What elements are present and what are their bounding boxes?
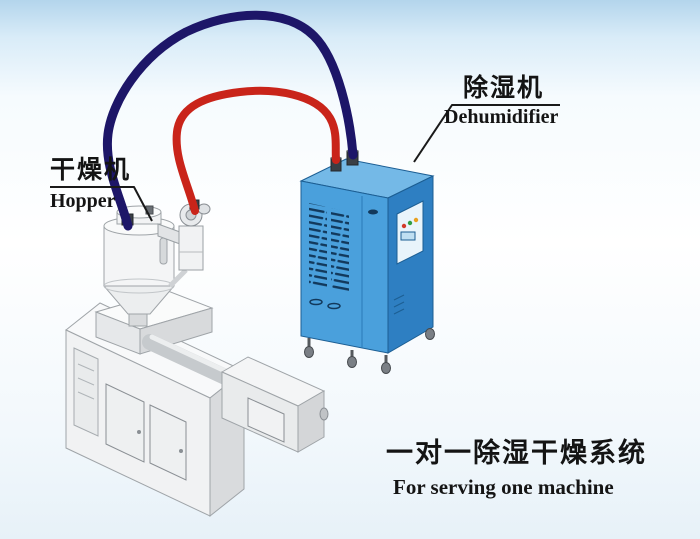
casters: [304, 328, 435, 374]
machine-door: [105, 383, 145, 463]
dehumidifier-label-zh: 除湿机: [463, 75, 545, 102]
indicator-green: [407, 220, 413, 226]
machine-vent-panel: [73, 347, 99, 437]
vent-louvers: [309, 203, 327, 288]
vent-louvers: [331, 208, 349, 292]
extruder-machine: [65, 290, 329, 518]
indicator-amber: [413, 217, 419, 223]
dehumidifier-cabinet: [299, 148, 435, 374]
cabinet-side: [387, 175, 434, 354]
dehumidifier-label-en: Dehumidifier: [444, 106, 559, 128]
panel-display: [400, 231, 416, 241]
hopper-label-zh: 干燥机: [50, 157, 132, 184]
dehumidifier-leader-line: [413, 104, 560, 163]
caption-zh: 一对一除湿干燥系统: [386, 438, 647, 468]
supply-hose-navy: [102, 10, 358, 231]
blower-unit: [178, 225, 204, 271]
caption-en: For serving one machine: [393, 475, 614, 499]
sight-glass: [159, 237, 168, 265]
return-hose-red: [172, 86, 340, 215]
brand-mark: [368, 209, 378, 215]
hopper-leader-line: [50, 186, 153, 222]
machine-door: [149, 404, 187, 481]
indicator-red: [401, 223, 407, 229]
die-outlet: [319, 407, 329, 421]
hopper-label-en: Hopper: [50, 190, 116, 212]
